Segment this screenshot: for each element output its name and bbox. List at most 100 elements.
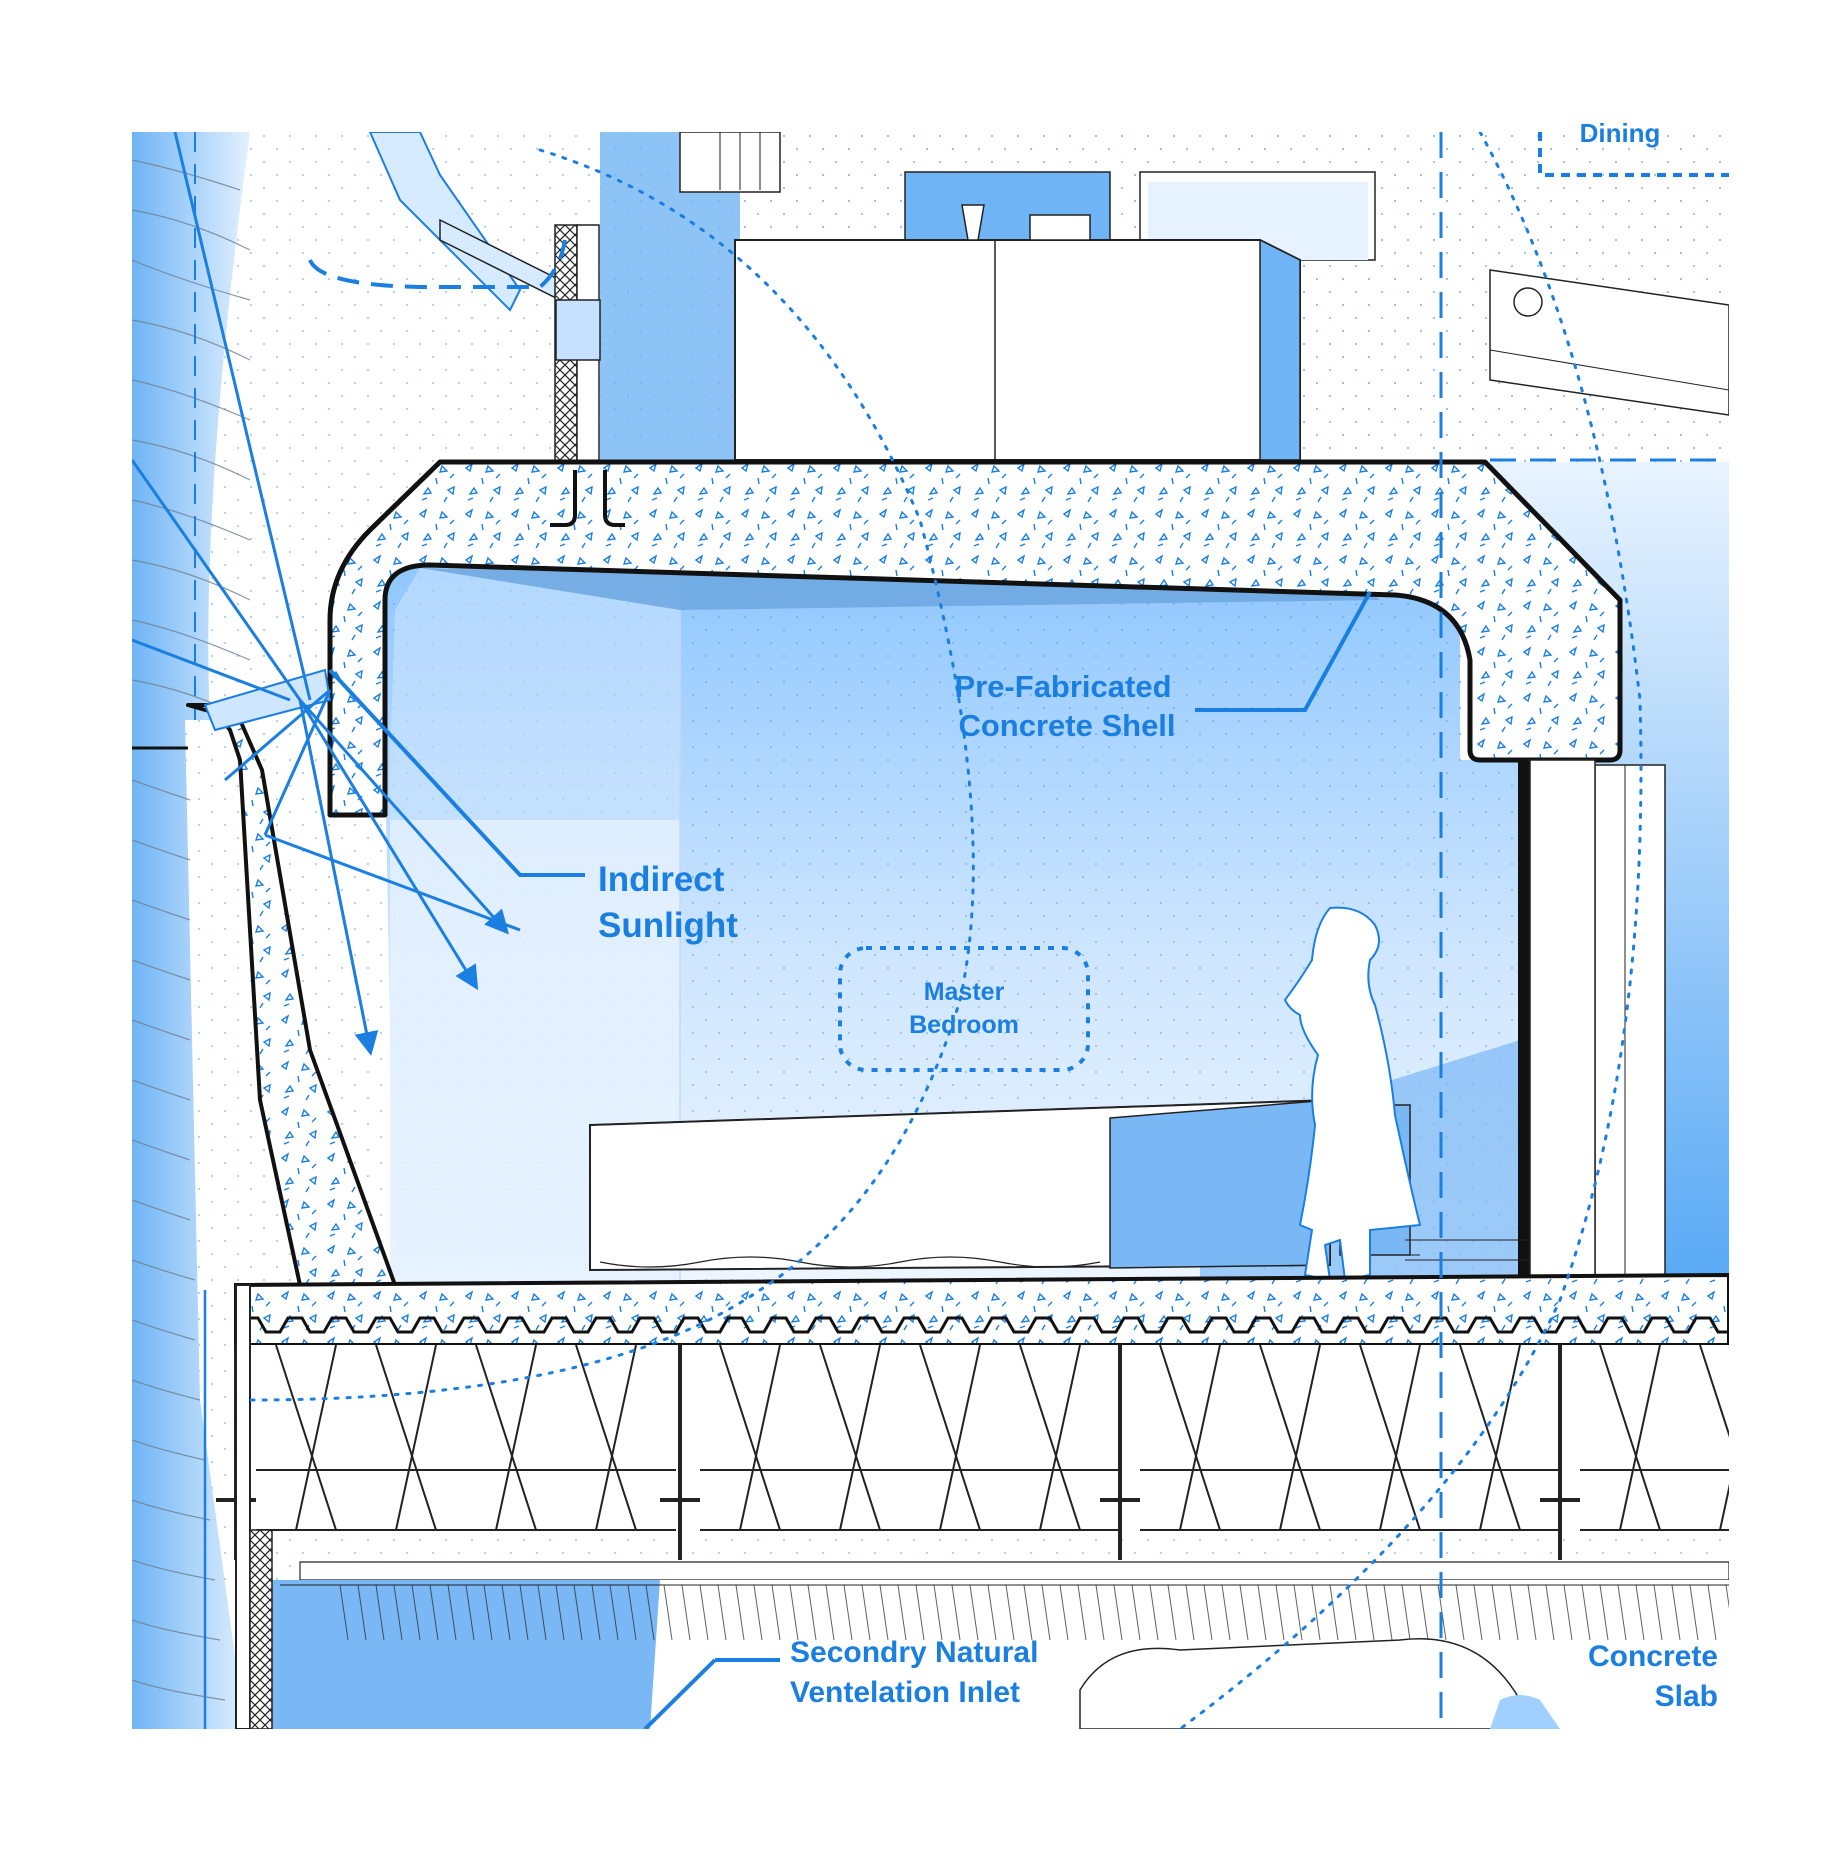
drawing-frame bbox=[132, 132, 1729, 1729]
truss-web bbox=[719, 1344, 781, 1531]
ceiling-line bbox=[897, 1584, 907, 1641]
ceiling-line bbox=[1473, 1584, 1483, 1641]
truss-web bbox=[919, 1344, 981, 1531]
label-room-line2: Bedroom bbox=[909, 1011, 1019, 1039]
ceiling-line bbox=[339, 1584, 349, 1641]
ceiling-line bbox=[1689, 1584, 1699, 1641]
truss-chord bbox=[256, 1469, 676, 1531]
ceiling-line bbox=[825, 1584, 835, 1641]
ceiling-line bbox=[843, 1584, 853, 1641]
ceiling-line bbox=[1653, 1584, 1663, 1641]
ceiling-line bbox=[1527, 1584, 1537, 1641]
steel-beam bbox=[1100, 1345, 1140, 1560]
ceiling-line bbox=[591, 1584, 601, 1641]
ceiling-line bbox=[1041, 1584, 1051, 1641]
label-shell-line2: Concrete Shell bbox=[958, 708, 1175, 743]
floor-trusses bbox=[216, 1344, 1729, 1581]
ceiling-line bbox=[663, 1584, 673, 1641]
ceiling-line bbox=[1509, 1584, 1519, 1641]
ceiling-line bbox=[519, 1584, 529, 1641]
ceiling-line bbox=[1275, 1584, 1285, 1641]
ceiling-line bbox=[1671, 1584, 1681, 1641]
truss-web bbox=[375, 1344, 437, 1531]
ventilation-flow-lines bbox=[248, 132, 1643, 1729]
truss-web bbox=[819, 1344, 881, 1531]
ceiling-line bbox=[1491, 1584, 1501, 1641]
grid-lines bbox=[1439, 132, 1729, 1729]
ceiling-line bbox=[1383, 1584, 1393, 1641]
ceiling-line bbox=[1239, 1584, 1249, 1641]
ceiling-line bbox=[807, 1584, 817, 1641]
ceiling-line bbox=[1563, 1584, 1573, 1641]
bed bbox=[589, 1098, 1420, 1272]
steel-beam bbox=[1540, 1345, 1580, 1560]
label-vent-line1: Secondry Natural bbox=[790, 1636, 1038, 1669]
truss-web bbox=[1599, 1344, 1661, 1531]
room-tag-master-bedroom[interactable] bbox=[838, 946, 1090, 1072]
person-figure bbox=[1283, 906, 1422, 1282]
truss-chord bbox=[1580, 1469, 1729, 1531]
truss-chord bbox=[1140, 1469, 1560, 1531]
ceiling-line bbox=[609, 1584, 619, 1641]
truss-web bbox=[1259, 1344, 1321, 1531]
ceiling-line bbox=[1293, 1584, 1303, 1641]
sunlight-rays bbox=[132, 132, 521, 1056]
ceiling-line bbox=[1725, 1584, 1729, 1610]
ceiling-line bbox=[411, 1584, 421, 1641]
ceiling-line bbox=[987, 1584, 997, 1641]
ceiling-line bbox=[627, 1584, 637, 1641]
ceiling-line bbox=[1635, 1584, 1645, 1641]
floor-slab bbox=[234, 1272, 1729, 1347]
truss-web bbox=[475, 1344, 537, 1531]
ceiling-line bbox=[1311, 1584, 1321, 1641]
ceiling-line bbox=[861, 1584, 871, 1641]
ceiling-line bbox=[501, 1584, 511, 1641]
label-dining: Dining bbox=[1580, 118, 1661, 148]
ceiling-line bbox=[951, 1584, 961, 1641]
truss-web bbox=[1359, 1344, 1421, 1531]
label-slab-line2: Slab bbox=[1655, 1680, 1718, 1713]
ceiling-line bbox=[1149, 1584, 1159, 1641]
ceiling-line bbox=[537, 1584, 547, 1641]
ceiling-line bbox=[753, 1584, 763, 1641]
truss-web bbox=[1699, 1344, 1729, 1531]
ceiling-line bbox=[645, 1584, 655, 1641]
ceiling-line bbox=[717, 1584, 727, 1641]
truss-chord bbox=[700, 1469, 1120, 1531]
ceiling-line bbox=[1095, 1584, 1105, 1641]
ceiling-line bbox=[393, 1584, 403, 1641]
ceiling-line bbox=[735, 1584, 745, 1641]
ceiling-line bbox=[933, 1584, 943, 1641]
upper-window-detail bbox=[308, 132, 601, 466]
truss-web bbox=[275, 1344, 337, 1531]
ceiling-line bbox=[1419, 1584, 1429, 1641]
ceiling-line bbox=[375, 1584, 385, 1641]
ceiling-line bbox=[1077, 1584, 1087, 1641]
ceiling-line bbox=[771, 1584, 781, 1641]
ceiling-line bbox=[915, 1584, 925, 1641]
ceiling-line bbox=[1401, 1584, 1411, 1641]
label-leaders[interactable] bbox=[328, 591, 1372, 1729]
label-sunlight-line1: Indirect bbox=[598, 860, 725, 899]
ceiling-line bbox=[573, 1584, 583, 1641]
landscape-terrain bbox=[132, 132, 251, 1729]
ceiling-line bbox=[1347, 1584, 1357, 1641]
lower-level bbox=[250, 1580, 1729, 1729]
ceiling-line bbox=[483, 1584, 493, 1641]
ceiling-line bbox=[1329, 1584, 1339, 1641]
ceiling-line bbox=[1005, 1584, 1015, 1641]
ceiling-line bbox=[1113, 1584, 1123, 1641]
ceiling-line bbox=[1581, 1584, 1591, 1641]
ceiling-line bbox=[969, 1584, 979, 1641]
ceiling-line bbox=[1203, 1584, 1213, 1641]
ceiling-line bbox=[1059, 1584, 1069, 1641]
ceiling-line bbox=[699, 1584, 709, 1641]
label-vent-line2: Ventelation Inlet bbox=[790, 1676, 1020, 1709]
ceiling-line bbox=[555, 1584, 565, 1641]
ceiling-line bbox=[465, 1584, 475, 1641]
prefab-concrete-shell[interactable] bbox=[327, 459, 1623, 818]
label-slab-line1: Concrete bbox=[1588, 1640, 1718, 1673]
right-glazing bbox=[1405, 759, 1596, 1286]
ceiling-line bbox=[1599, 1584, 1609, 1641]
